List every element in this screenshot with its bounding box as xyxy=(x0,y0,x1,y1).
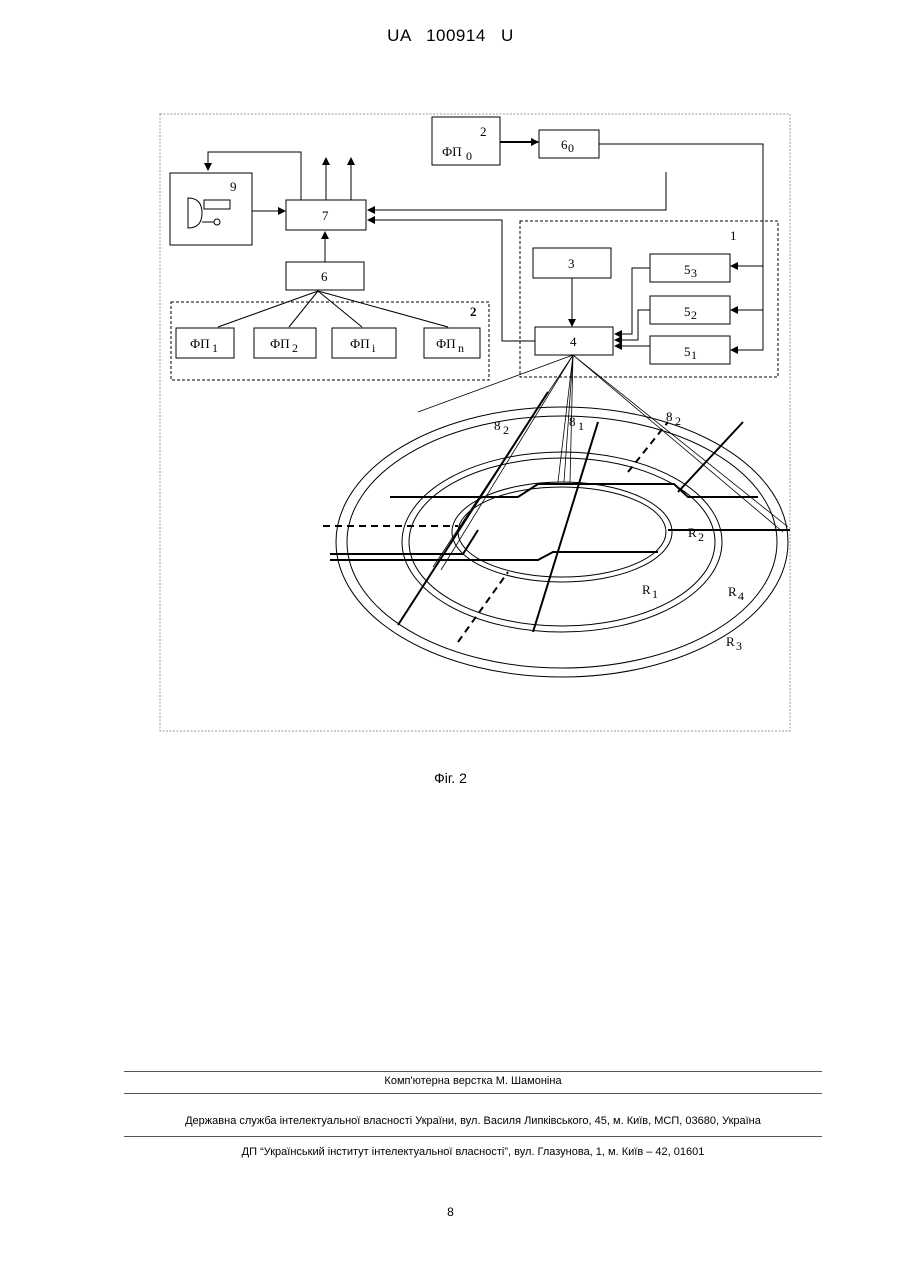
block-5-3-sub: 3 xyxy=(691,266,697,280)
fp2-sub: 2 xyxy=(292,341,298,355)
block-fpn: ФП n xyxy=(424,328,480,358)
hidden-lines xyxy=(323,422,790,642)
block-fp1: ФП 1 xyxy=(176,328,234,358)
svg-text:2: 2 xyxy=(503,423,509,437)
electrode-lines xyxy=(330,392,786,632)
svg-text:4: 4 xyxy=(738,589,744,603)
typesetting-credit: Комп'ютерна верстка М. Шамоніна xyxy=(124,1075,822,1087)
svg-text:8: 8 xyxy=(494,418,501,433)
block-fpi: ФП i xyxy=(332,328,396,358)
svg-text:R: R xyxy=(688,525,697,540)
fp2-label: ФП xyxy=(270,336,290,351)
svg-text:3: 3 xyxy=(736,639,742,653)
block-5-2-sub: 2 xyxy=(691,308,697,322)
block-3-label: 3 xyxy=(568,256,575,271)
block-5-1-label: 5 xyxy=(684,344,691,359)
figure-caption: Фіг. 2 xyxy=(0,770,901,786)
fp0-label: ФП xyxy=(442,144,462,159)
svg-text:2: 2 xyxy=(698,530,704,544)
agency-address: Державна служба інтелектуальної власност… xyxy=(124,1115,822,1127)
group-2-number: 2 xyxy=(470,304,477,319)
fpi-label: ФП xyxy=(350,336,370,351)
footer-rule-bottom xyxy=(124,1136,822,1137)
svg-text:R: R xyxy=(726,634,735,649)
fp1-sub: 1 xyxy=(212,341,218,355)
block-6-label: 6 xyxy=(321,269,328,284)
fp1-label: ФП xyxy=(190,336,210,351)
block-5-1-sub: 1 xyxy=(691,348,697,362)
block-fp2: ФП 2 xyxy=(254,328,316,358)
label-r2: R 2 xyxy=(688,525,704,544)
label-r4: R 4 xyxy=(728,584,744,603)
svg-text:R: R xyxy=(728,584,737,599)
institute-address: ДП “Український інститут інтелектуальної… xyxy=(124,1146,822,1158)
block-9-alarm: 9 xyxy=(170,173,252,245)
block-9-label: 9 xyxy=(230,179,237,194)
block-5-2-label: 5 xyxy=(684,304,691,319)
svg-text:1: 1 xyxy=(578,419,584,433)
patent-number-header: UA 100914 U xyxy=(0,26,901,46)
footer-rule-middle xyxy=(124,1093,822,1094)
svg-text:1: 1 xyxy=(652,587,658,601)
group-1-number: 1 xyxy=(730,228,737,243)
svg-text:8: 8 xyxy=(666,409,673,424)
block-6-0-label: 6 xyxy=(561,137,568,152)
block-6: 6 xyxy=(286,262,364,290)
svg-text:8: 8 xyxy=(569,414,576,429)
figure-2-diagram: ФП 0 2 6 0 9 7 6 2 xyxy=(158,112,792,733)
block-5-3-label: 5 xyxy=(684,262,691,277)
fpn-label: ФП xyxy=(436,336,456,351)
block-fp0: ФП 0 2 xyxy=(432,117,500,165)
page-number: 8 xyxy=(0,1205,901,1219)
footer-rule-top xyxy=(124,1071,822,1072)
block-6-0: 6 0 xyxy=(539,130,599,158)
block-5-2: 5 2 xyxy=(650,296,730,324)
label-8-2-right: 8 2 xyxy=(666,409,681,428)
fpn-sub: n xyxy=(458,341,464,355)
block-5-1: 5 1 xyxy=(650,336,730,364)
block-4: 4 xyxy=(535,327,613,355)
block-6-0-sub: 0 xyxy=(568,141,574,155)
label-r3: R 3 xyxy=(726,634,742,653)
svg-text:2: 2 xyxy=(675,414,681,428)
label-r1: R 1 xyxy=(642,582,658,601)
block-7-label: 7 xyxy=(322,208,329,223)
block-7-processor: 7 xyxy=(286,200,366,230)
block-5-3: 5 3 xyxy=(650,254,730,282)
fp0-number: 2 xyxy=(480,124,487,139)
svg-text:R: R xyxy=(642,582,651,597)
fp0-sub: 0 xyxy=(466,149,472,163)
figure-frame xyxy=(160,114,790,731)
block-3: 3 xyxy=(533,248,611,278)
block-4-label: 4 xyxy=(570,334,577,349)
